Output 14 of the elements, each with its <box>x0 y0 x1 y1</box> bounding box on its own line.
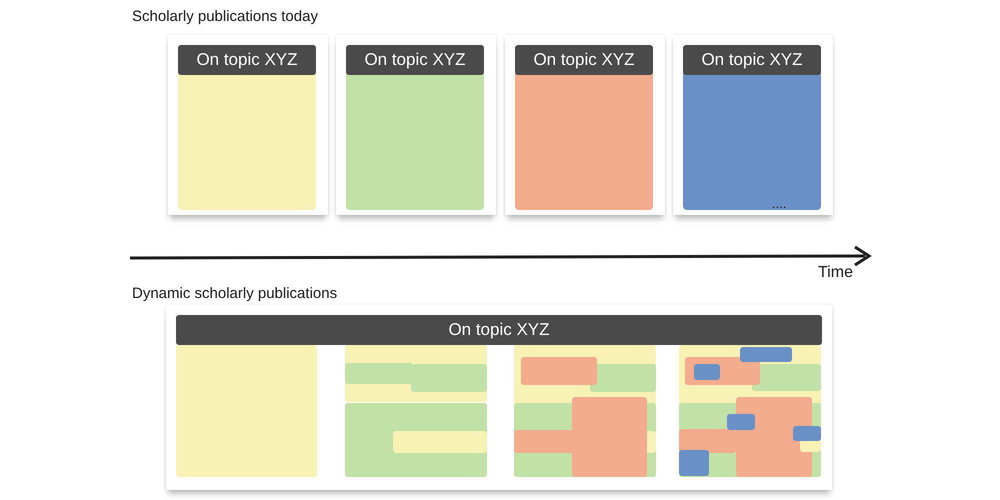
publication-card <box>673 35 833 215</box>
topic-header: On topic XYZ <box>176 315 822 345</box>
topic-header: On topic XYZ <box>683 45 821 75</box>
section-heading: Dynamic scholarly publications <box>132 285 338 302</box>
ellipsis-text: .... <box>772 196 786 211</box>
publication-card <box>505 35 665 215</box>
publication-card <box>168 35 328 215</box>
topic-header: On topic XYZ <box>178 45 316 75</box>
topic-header: On topic XYZ <box>346 45 484 75</box>
publication-panel <box>166 305 832 490</box>
section-heading: Scholarly publications today <box>132 8 318 25</box>
publication-card <box>336 35 496 215</box>
topic-header: On topic XYZ <box>515 45 653 75</box>
axis-label: Time <box>818 264 853 282</box>
